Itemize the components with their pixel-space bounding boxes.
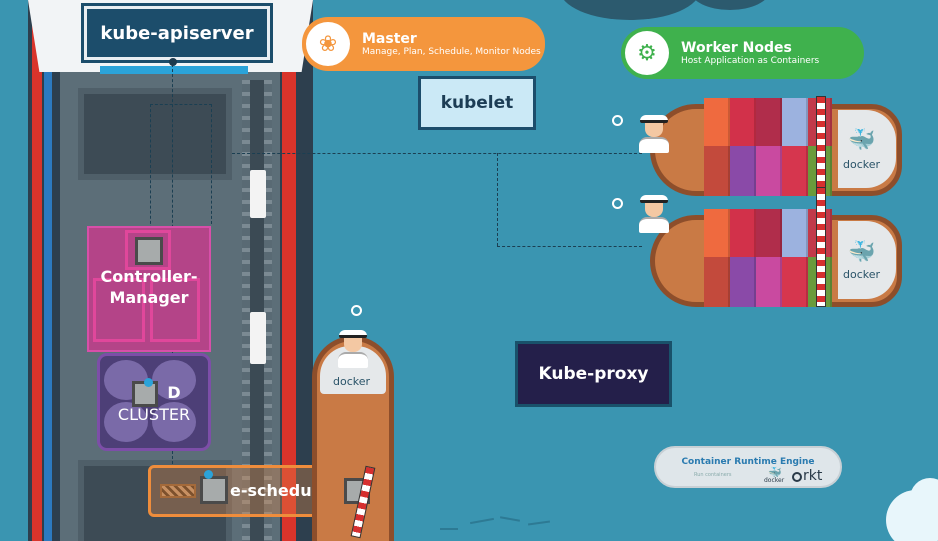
controller-gear-block: [135, 237, 163, 265]
controller-frame-3: [150, 278, 200, 342]
etcd-label: D CLUSTER: [97, 382, 211, 426]
connector-to-worker-1: [232, 153, 642, 154]
worker-nodes-subtitle: Host Application as Containers: [681, 55, 820, 66]
kubelet-box: kubelet: [418, 76, 536, 130]
hull-stripe-blue-left: [44, 0, 52, 541]
etcd-disk-3: [104, 402, 148, 442]
connector-short: [150, 104, 212, 105]
captain-icon-1: [639, 115, 669, 153]
master-subtitle: Manage, Plan, Schedule, Monitor Nodes: [362, 46, 541, 57]
top-shadow-shape-2: [690, 0, 770, 10]
controller-manager-label: Controller- Manager: [100, 267, 198, 307]
ripple-4: [440, 528, 458, 530]
whale-icon-2: 🐳: [848, 240, 876, 265]
top-shadow-shape: [560, 0, 700, 20]
kube-apiserver-box: kube-apiserver: [81, 3, 273, 63]
connector-to-worker-2: [497, 246, 642, 247]
worker-ship-2-mast: [816, 187, 826, 307]
ripple-1: [470, 517, 494, 525]
container-runtime-title: Container Runtime Engine: [681, 457, 815, 467]
ripple-3: [527, 520, 551, 526]
master-title: Master: [362, 30, 417, 47]
docker-whale-icon: 🐳: [768, 466, 782, 479]
worker-nodes-legend: ⚙ Worker Nodes Host Application as Conta…: [621, 27, 864, 79]
worker-ship-2-stern: [838, 221, 896, 299]
life-ring-icon-3: [351, 305, 362, 316]
container-runtime-subtitle: Run containers: [694, 472, 732, 478]
worker-ship-2-docker-label: docker: [843, 268, 881, 281]
apiserver-dot: [169, 58, 177, 66]
connector-right: [211, 104, 212, 224]
scheduler-block: [200, 476, 228, 504]
captain-icon-3: [338, 330, 368, 368]
foam-cloud-2: [910, 478, 938, 518]
kube-proxy-box: Kube-proxy: [515, 341, 672, 407]
worker-ship-1-containers: [704, 98, 832, 196]
whale-icon-1: 🐳: [848, 128, 876, 153]
worker-ship-1-stern: [838, 110, 896, 188]
controller-frame-1: [125, 230, 171, 270]
small-ship-docker-label: docker: [333, 375, 371, 388]
cargo-hold-1: [78, 88, 232, 180]
captain-icon-2: [639, 195, 669, 233]
brain-icon: ❀: [306, 22, 350, 66]
etcd-dot: [144, 378, 153, 387]
etcd-label-line1: D: [167, 383, 181, 402]
robot-icon: ⚙: [625, 31, 669, 75]
hull-stripe-red-right: [282, 0, 296, 541]
worker-ship-2-containers: [704, 209, 832, 307]
kube-scheduler-label: e-scheduler: [230, 481, 336, 500]
worker-ship-1-mast: [816, 96, 826, 196]
crane-arm-icon: [160, 484, 196, 498]
container-runtime-engine-badge: [654, 446, 842, 488]
worker-ship-1-docker-label: docker: [843, 158, 881, 171]
etcd-label-line2: CLUSTER: [117, 405, 191, 424]
scheduler-dot: [204, 470, 213, 479]
etcd-disk-2: [152, 360, 196, 400]
hull-stripe-red-left: [32, 0, 42, 541]
controller-manager-box: [87, 226, 211, 352]
life-ring-icon-1: [612, 115, 623, 126]
bridge-stripe: [100, 66, 248, 74]
container-runtime-docker: docker: [764, 477, 785, 484]
master-legend: ❀ Master Manage, Plan, Schedule, Monitor…: [302, 17, 545, 71]
life-ring-icon-2: [612, 198, 623, 209]
rail-slot-2: [250, 312, 266, 364]
container-runtime-rkt: rkt: [803, 468, 823, 484]
connector-branch: [497, 153, 498, 246]
rkt-logo-icon: [792, 472, 802, 482]
rail-slot-1: [250, 170, 266, 218]
connector-left: [150, 104, 151, 234]
controller-frame-2: [93, 278, 145, 342]
ripple-2: [499, 516, 521, 522]
etcd-disk-4: [152, 402, 196, 442]
worker-nodes-title: Worker Nodes: [681, 39, 792, 56]
